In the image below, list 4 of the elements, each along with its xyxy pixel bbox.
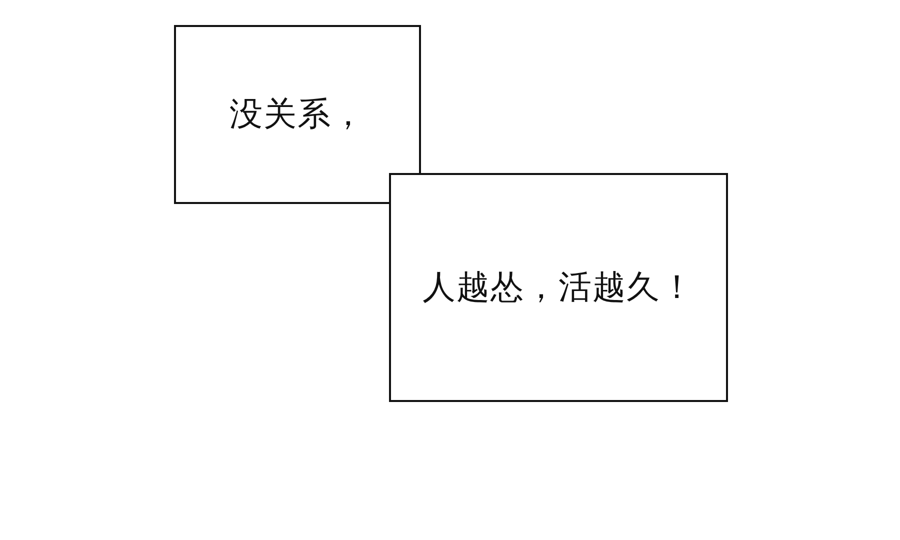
speech-box — [389, 173, 728, 402]
speech-box — [174, 25, 421, 204]
dialogue-text: 人越怂，活越久！ — [422, 266, 694, 308]
dialogue-text: 没关系， — [230, 93, 366, 135]
